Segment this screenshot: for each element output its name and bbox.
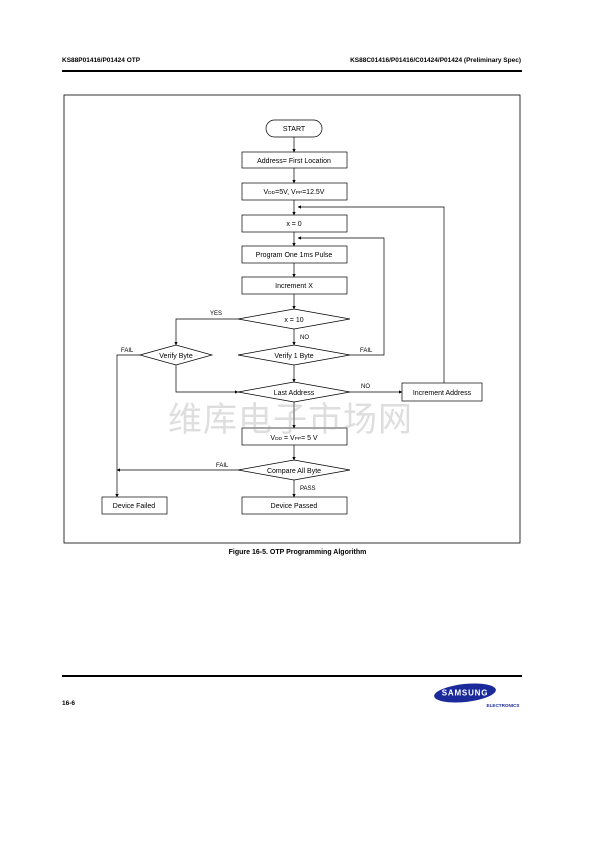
start-label: START (283, 126, 306, 133)
pass-branch-label: PASS (300, 486, 316, 492)
figure-caption: Figure 16-5. OTP Programming Algorithm (228, 549, 367, 556)
figure-frame (63, 94, 521, 544)
vdd-vpp-reset-label: VDD = VPP= 5 V (270, 435, 318, 442)
x-ten-label: x = 10 (284, 317, 303, 324)
logo-ellipse (434, 683, 496, 703)
device-failed-box (101, 496, 168, 515)
device-passed-label: Device Passed (271, 503, 318, 510)
logo-brand-text: SAMSUNG (442, 689, 489, 698)
compare-all-decision (237, 459, 351, 481)
fail-branch-label-verify-byte: FAIL (121, 348, 134, 354)
samsung-logo: SAMSUNG ELECTRONICS (434, 683, 520, 708)
watermark-text: 维库电子市场网 (168, 400, 413, 440)
fail-branch-label-verify-one: FAIL (360, 348, 373, 354)
increment-x-label: Increment X (275, 283, 313, 290)
compare-all-label: Compare All Byte (267, 468, 321, 475)
fail-branch-label-compare: FAIL (216, 463, 229, 469)
verify-one-byte-label: Verify 1 Byte (274, 353, 313, 360)
no-branch-label-last-address: NO (361, 384, 370, 390)
header-left-title: KS88P01416/P01424 OTP (62, 57, 141, 64)
device-failed-label: Device Failed (113, 503, 156, 510)
verify-byte-label: Verify Byte (159, 353, 193, 360)
last-address-label: Last Address (274, 390, 315, 397)
address-first-label: Address= First Location (257, 158, 331, 165)
increment-address-label: Increment Address (413, 390, 472, 397)
footer-rule (62, 675, 522, 677)
yes-branch-label: YES (210, 311, 222, 317)
x-zero-label: x = 0 (286, 221, 301, 228)
header-right-title: KS88C01416/P01416/C01424/P01424 (Prelimi… (350, 57, 521, 64)
logo-sub-text: ELECTRONICS (487, 703, 520, 708)
page-number: 16-6 (62, 700, 76, 707)
program-pulse-label: Program One 1ms Pulse (256, 252, 333, 259)
x-ten-decision (237, 308, 351, 330)
verify-byte-decision (138, 344, 214, 366)
header-rule (62, 70, 522, 72)
vdd-vpp-set-label: VDD=5V, VPP=12.5V (264, 189, 325, 196)
no-branch-label-x10: NO (300, 335, 309, 341)
